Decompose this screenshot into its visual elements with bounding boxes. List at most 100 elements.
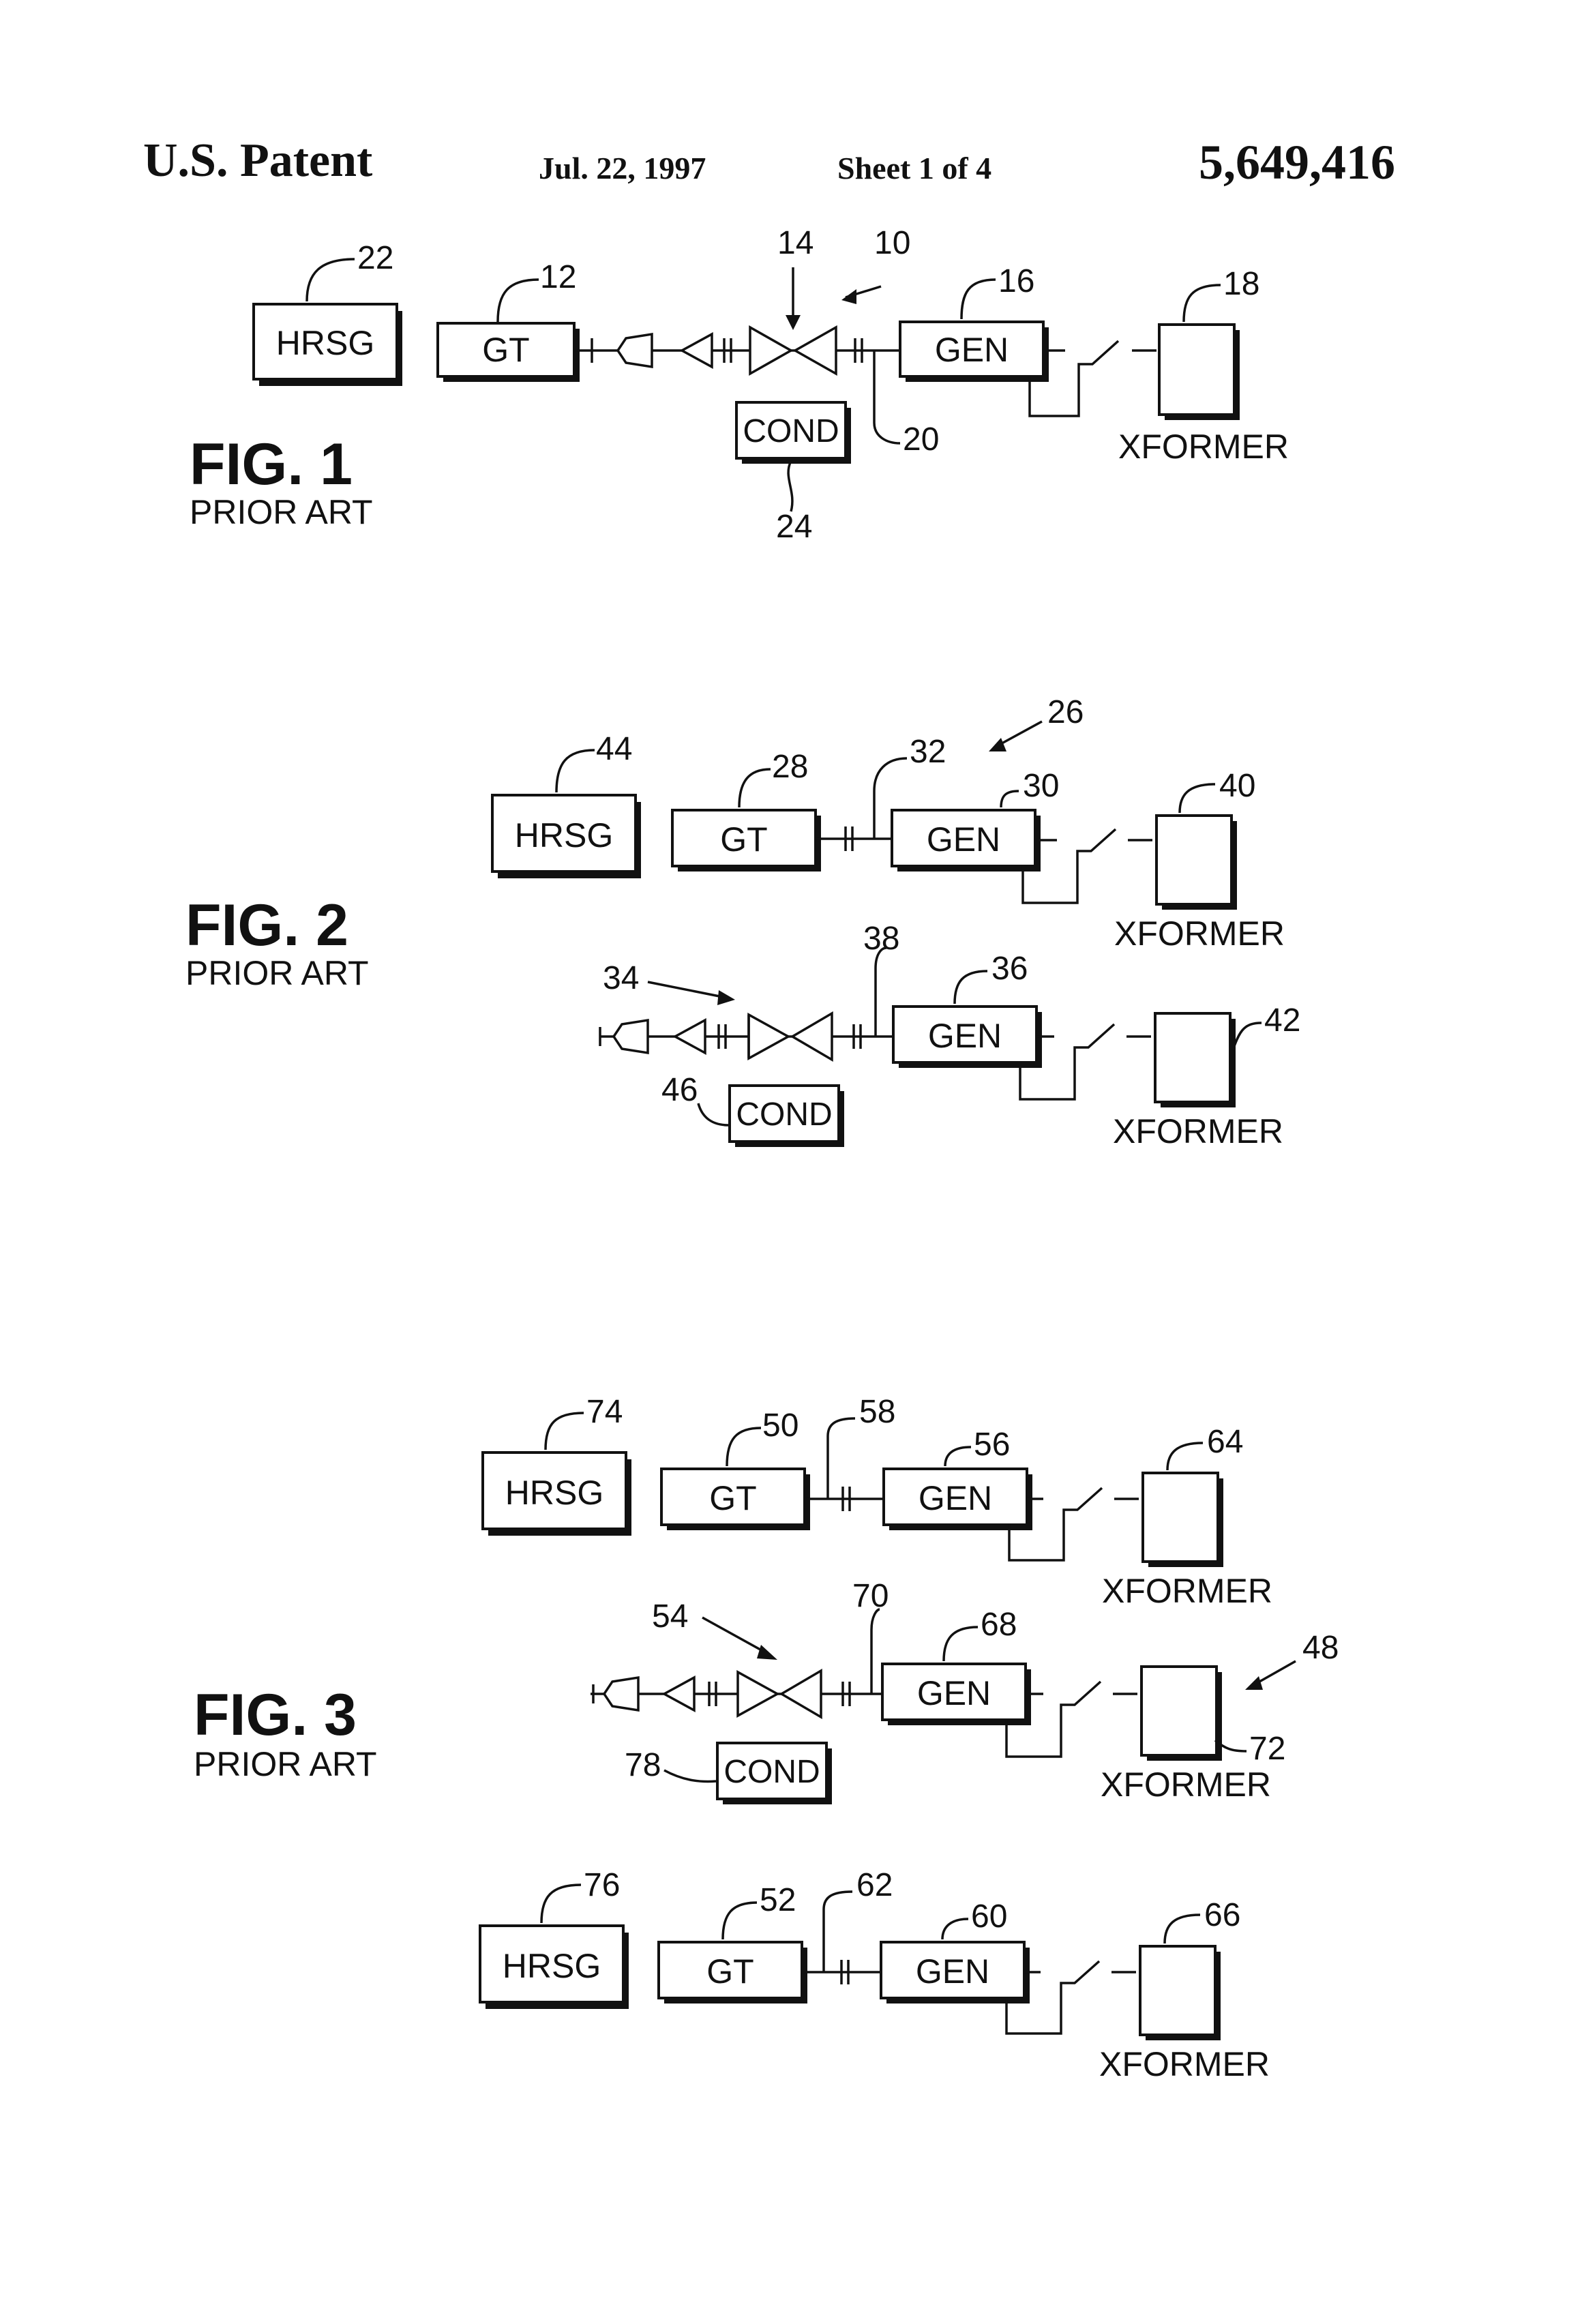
fig2-title: FIG. 2 (185, 893, 348, 958)
fig2-steam-turbine-hp (749, 1015, 788, 1058)
fig1-ref-system: 10 (874, 225, 910, 261)
fig3-shaft-c (802, 1960, 881, 1984)
fig1-xformer-label: XFORMER (1118, 428, 1289, 466)
fig1-title: FIG. 1 (190, 432, 353, 497)
fig3-ref-shaft-b: 70 (852, 1578, 889, 1614)
fig3-ref-gt-a: 50 (762, 1407, 799, 1444)
fig1-hrsg-block: HRSG (254, 304, 402, 386)
fig3-ref-gen-b: 68 (981, 1607, 1017, 1643)
fig3-xformer-b-block (1141, 1667, 1222, 1761)
fig1-shaft-train (574, 327, 900, 374)
fig3-gen-a-label: GEN (919, 1479, 992, 1517)
figure-1: FIG. 1 PRIOR ART HRSG 22 GT 12 (190, 225, 1289, 545)
fig3-ref-shaft-a: 58 (859, 1394, 895, 1430)
fig3-ref-steam-turbine: 54 (652, 1598, 688, 1635)
fig3-hrsg-c-label: HRSG (503, 1947, 601, 1985)
fig1-cond-label: COND (743, 413, 839, 449)
fig3-xformer-b-label: XFORMER (1101, 1766, 1271, 1804)
fig1-gen-leader (961, 280, 996, 319)
fig1-gt-label: GT (482, 331, 529, 369)
fig2-gen-b-label: GEN (928, 1017, 1002, 1055)
fig3-ref-hrsg-c: 76 (584, 1867, 620, 1903)
fig1-subtitle: PRIOR ART (190, 493, 373, 531)
fig3-xformer-a-block (1143, 1473, 1223, 1567)
fig3-ref-gen-a: 56 (974, 1427, 1010, 1463)
fig2-cond-block: COND (730, 1086, 844, 1147)
fig2-shaft-train-b (600, 1013, 893, 1060)
fig3-shaft-a (805, 1487, 884, 1511)
fig2-switch-a (1023, 829, 1152, 903)
fig3-ref-hrsg-a: 74 (586, 1394, 623, 1430)
fig3-xformer-c-block (1140, 1946, 1221, 2040)
fig2-ref-gt: 28 (772, 749, 808, 785)
fig3-gen-b-block: GEN (882, 1664, 1031, 1725)
fig1-shaft-leader (874, 351, 900, 443)
fig3-ref-xformer-b: 72 (1249, 1731, 1285, 1767)
fig3-gt-c-block: GT (659, 1942, 807, 2003)
fig3-gt-a-block: GT (661, 1469, 810, 1530)
fig2-gt-label: GT (720, 820, 767, 859)
fig1-hrsg-label: HRSG (276, 324, 374, 362)
fig1-gt-block: GT (438, 323, 580, 382)
fig1-gt-leader (498, 280, 539, 322)
fig2-ref-gen-a: 30 (1023, 768, 1059, 804)
fig3-ref-xformer-c: 66 (1204, 1897, 1240, 1933)
page-header: U.S. Patent Jul. 22, 1997 Sheet 1 of 4 5… (143, 134, 1395, 190)
fig1-steam-turbine-hp (750, 327, 791, 374)
fig3-gen-b-label: GEN (917, 1674, 991, 1712)
header-patent-number: 5,649,416 (1199, 135, 1395, 190)
fig1-gen-label: GEN (935, 331, 1009, 369)
fig1-ref-steam-turbine: 14 (777, 225, 814, 261)
fig2-ref-shaft-a: 32 (910, 734, 946, 770)
fig3-shaft-train-b (591, 1671, 882, 1717)
fig3-steam-turbine-hp (738, 1672, 777, 1716)
fig3-hrsg-c-block: HRSG (480, 1926, 629, 2009)
fig2-ref-shaft-b: 38 (863, 921, 899, 957)
fig1-ref-shaft: 20 (903, 421, 939, 458)
fig2-xformer-b-label: XFORMER (1113, 1112, 1283, 1150)
fig2-ref-gen-b: 36 (991, 951, 1028, 987)
fig2-ref-xformer-a: 40 (1219, 768, 1255, 804)
fig1-gen-block: GEN (900, 322, 1049, 382)
fig2-cond-label: COND (736, 1097, 832, 1133)
fig2-xformer-a-label: XFORMER (1114, 914, 1285, 953)
figure-3: FIG. 3 PRIOR ART HRSG 74 GT 50 58 GEN (194, 1394, 1339, 2083)
fig3-cond-block: COND (717, 1743, 832, 1804)
fig3-ref-gen-c: 60 (971, 1898, 1007, 1935)
fig2-ref-steam-turbine: 34 (603, 960, 639, 996)
fig1-ref-cond: 24 (776, 509, 812, 545)
fig2-xformer-a-block (1156, 816, 1237, 910)
fig1-ref-xformer: 18 (1223, 266, 1259, 302)
fig2-xformer-b-block (1155, 1013, 1236, 1107)
fig3-ref-shaft-c: 62 (856, 1867, 893, 1903)
fig2-gen-b-block: GEN (893, 1007, 1042, 1068)
fig3-xformer-a-label: XFORMER (1102, 1572, 1272, 1610)
fig3-subtitle: PRIOR ART (194, 1745, 377, 1783)
fig1-cond-leader (788, 461, 792, 511)
fig1-xformer-block (1159, 325, 1240, 420)
fig1-cond-block: COND (736, 402, 851, 464)
fig1-ref-gen: 16 (998, 263, 1034, 299)
fig3-gt-a-label: GT (709, 1479, 756, 1517)
fig2-shaft-a (816, 826, 892, 851)
header-left: U.S. Patent (143, 134, 372, 187)
fig3-ref-xformer-a: 64 (1207, 1424, 1243, 1460)
fig3-gen-c-label: GEN (916, 1952, 989, 1991)
fig3-hrsg-a-block: HRSG (483, 1452, 631, 1536)
fig1-hrsg-leader (307, 259, 355, 301)
fig3-hrsg-a-label: HRSG (505, 1474, 603, 1512)
fig1-turbine-arrowhead (786, 315, 801, 330)
figure-2: FIG. 2 PRIOR ART HRSG 44 GT 28 32 26 (185, 694, 1300, 1150)
fig2-steam-turbine-lp (792, 1013, 832, 1060)
fig3-ref-system: 48 (1302, 1630, 1339, 1666)
fig3-xformer-c-label: XFORMER (1099, 2045, 1270, 2083)
fig1-xformer-leader (1184, 285, 1221, 322)
fig1-ref-gt: 12 (540, 259, 576, 295)
fig3-title: FIG. 3 (194, 1682, 357, 1748)
fig1-ref-hrsg: 22 (357, 240, 393, 276)
fig2-ref-xformer-b: 42 (1264, 1002, 1300, 1039)
fig2-hrsg-label: HRSG (515, 816, 613, 854)
fig2-ref-cond: 46 (661, 1072, 698, 1108)
fig3-steam-turbine-lp (781, 1671, 821, 1717)
